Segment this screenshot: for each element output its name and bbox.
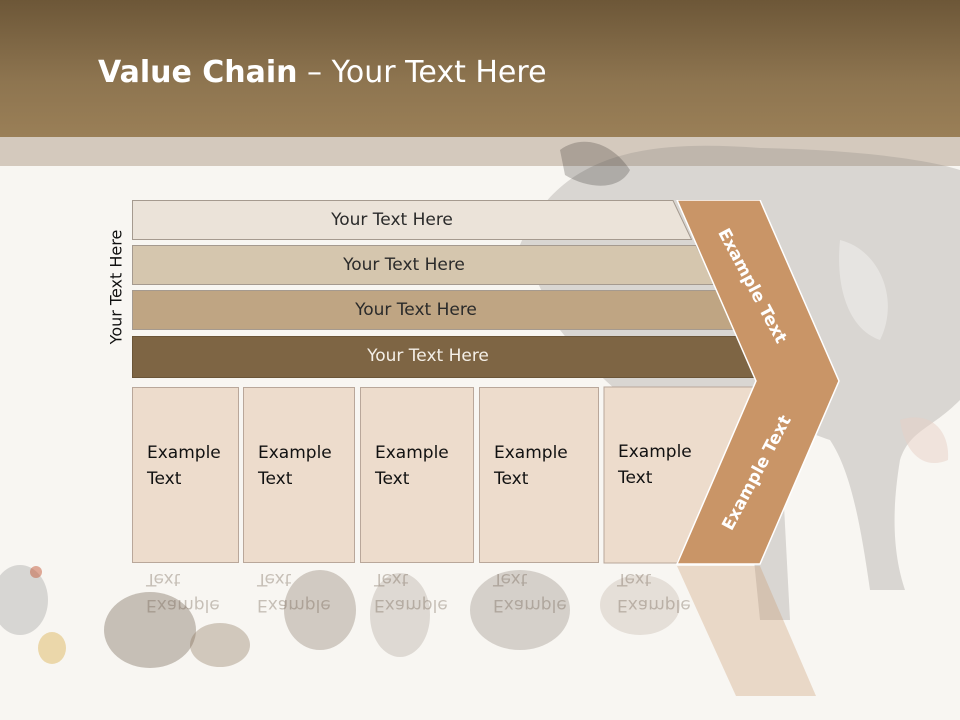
dog-shape: [284, 570, 356, 650]
bar-1-label: Your Text Here: [331, 210, 453, 230]
value-chain-chevron[interactable]: [676, 200, 842, 566]
title-banner: [0, 0, 960, 137]
hen-shape: [0, 565, 48, 635]
lamb-shape: [370, 573, 430, 657]
bar-2[interactable]: Your Text Here: [132, 245, 716, 285]
bar-3-label: Your Text Here: [355, 300, 477, 320]
bar-4[interactable]: Your Text Here: [132, 336, 764, 378]
chevron-reflection: [677, 566, 816, 696]
bar-3[interactable]: Your Text Here: [132, 290, 740, 330]
chick-shape: [38, 632, 66, 664]
bar-1[interactable]: Your Text Here: [132, 200, 692, 240]
rabbit-shape: [104, 592, 196, 668]
cat-shape: [600, 575, 680, 635]
bar-2-label: Your Text Here: [343, 255, 465, 275]
vertical-axis-label: Your Text Here: [106, 229, 126, 345]
pig-shape: [470, 570, 570, 650]
banner-strip: [0, 137, 960, 166]
page-title: Value Chain – Your Text Here: [98, 55, 547, 90]
bar-4-label: Your Text Here: [367, 346, 489, 366]
